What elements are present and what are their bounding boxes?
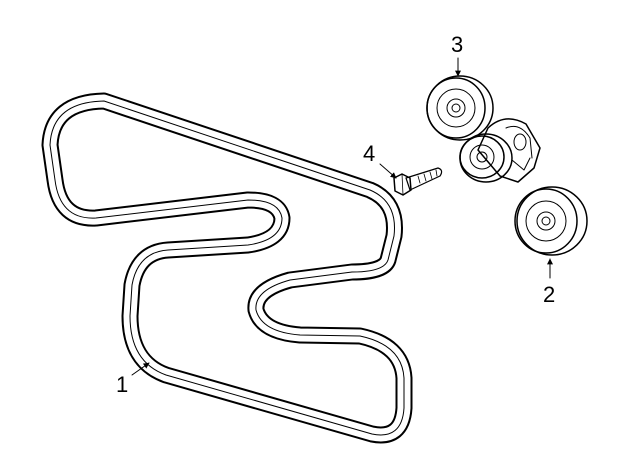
tensioner-pulley[interactable] [426, 75, 494, 141]
serpentine-belt[interactable] [41, 92, 413, 444]
tensioner-assembly[interactable] [477, 118, 541, 183]
callout-3: 3 [451, 32, 463, 57]
idler-pulley[interactable] [514, 186, 588, 256]
callout-leader-1 [131, 362, 150, 376]
callout-leader-4 [379, 163, 397, 179]
tensioner-small-pulley[interactable] [459, 133, 513, 183]
callout-1: 1 [116, 372, 128, 397]
callout-4: 4 [363, 141, 375, 166]
callout-2: 2 [543, 282, 555, 307]
bolt[interactable] [393, 167, 443, 196]
